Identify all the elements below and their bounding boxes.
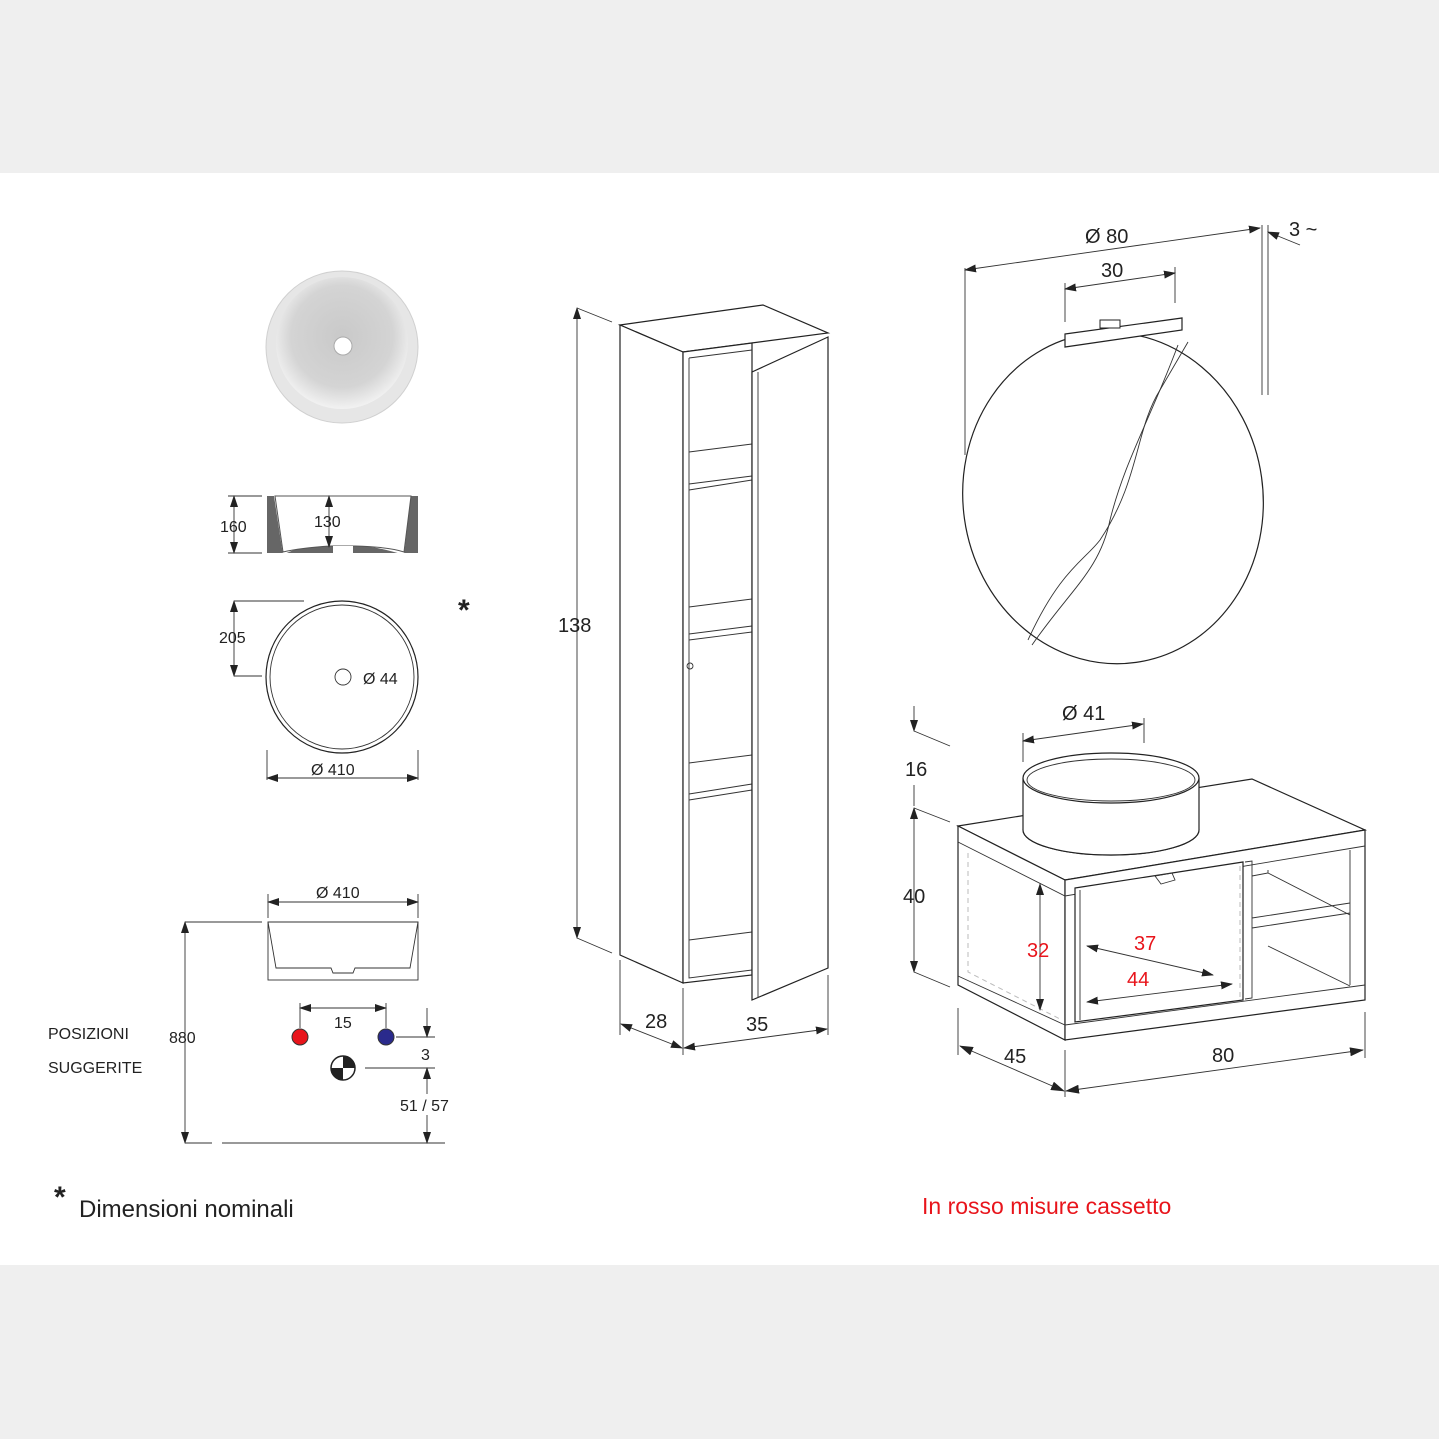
positions-label-2: SUGGERITE bbox=[48, 1060, 142, 1077]
basin-center-offset-label: 205 bbox=[219, 630, 246, 647]
positions-label-1: POSIZIONI bbox=[48, 1026, 129, 1043]
drawer-height-label: 32 bbox=[1027, 940, 1049, 962]
round-mirror: Ø 80 30 3 ~ bbox=[962, 219, 1317, 665]
basin-height-label: 160 bbox=[220, 519, 247, 536]
mirror-lamp bbox=[1064, 317, 1183, 348]
footnote-asterisk: * bbox=[54, 1181, 66, 1214]
lamp-width-label: 30 bbox=[1101, 260, 1123, 282]
mixer-height-label: 51 / 57 bbox=[400, 1098, 449, 1115]
column-height-label: 138 bbox=[558, 615, 591, 637]
total-height-label: 880 bbox=[169, 1030, 196, 1047]
column-width-label: 35 bbox=[746, 1014, 768, 1036]
vanity-height-label: 40 bbox=[903, 886, 925, 908]
drawer-measurements-note: In rosso misure cassetto bbox=[922, 1193, 1171, 1219]
basin-inner-depth-label: 130 bbox=[314, 514, 341, 531]
drain-diameter-label: Ø 44 bbox=[363, 671, 398, 688]
basin-diameter-label: Ø 410 bbox=[311, 762, 355, 779]
suggested-positions: Ø 410 880 POSIZIONI SUGGERITE 15 3 51 / … bbox=[48, 885, 449, 1144]
side-diameter-label: Ø 410 bbox=[316, 885, 360, 902]
offset-label: 3 bbox=[421, 1047, 430, 1064]
mirror-diameter-label: Ø 80 bbox=[1085, 226, 1128, 248]
column-cabinet: 138 28 35 bbox=[558, 304, 831, 1055]
drain-hole-icon bbox=[334, 668, 352, 686]
vanity-drawer bbox=[1074, 861, 1244, 1023]
hot-water-icon bbox=[291, 1028, 309, 1046]
mirror-thickness-label: 3 ~ bbox=[1289, 219, 1317, 241]
vanity-depth-label: 45 bbox=[1004, 1046, 1026, 1068]
cold-water-icon bbox=[377, 1028, 395, 1046]
basin-section: 160 130 bbox=[220, 495, 418, 555]
vanity-basin-height-label: 16 bbox=[905, 759, 927, 781]
vanity-basin-diameter-label: Ø 41 bbox=[1062, 703, 1105, 725]
column-depth-label: 28 bbox=[645, 1011, 667, 1033]
nominal-asterisk: * bbox=[458, 594, 470, 627]
basin-plan: 205 Ø 44 Ø 410 * bbox=[219, 594, 470, 782]
vanity-width-label: 80 bbox=[1212, 1045, 1234, 1067]
mixer-icon bbox=[330, 1055, 356, 1081]
basin-top-render bbox=[265, 270, 419, 424]
tap-spacing-label: 15 bbox=[334, 1015, 352, 1032]
drawer-depth-label: 37 bbox=[1134, 933, 1156, 955]
drawer-width-label: 44 bbox=[1127, 969, 1149, 991]
vanity-unit: Ø 41 16 40 45 80 32 37 44 bbox=[903, 703, 1368, 1097]
column-door bbox=[751, 336, 829, 1001]
nominal-dimensions-note: Dimensioni nominali bbox=[79, 1196, 294, 1223]
